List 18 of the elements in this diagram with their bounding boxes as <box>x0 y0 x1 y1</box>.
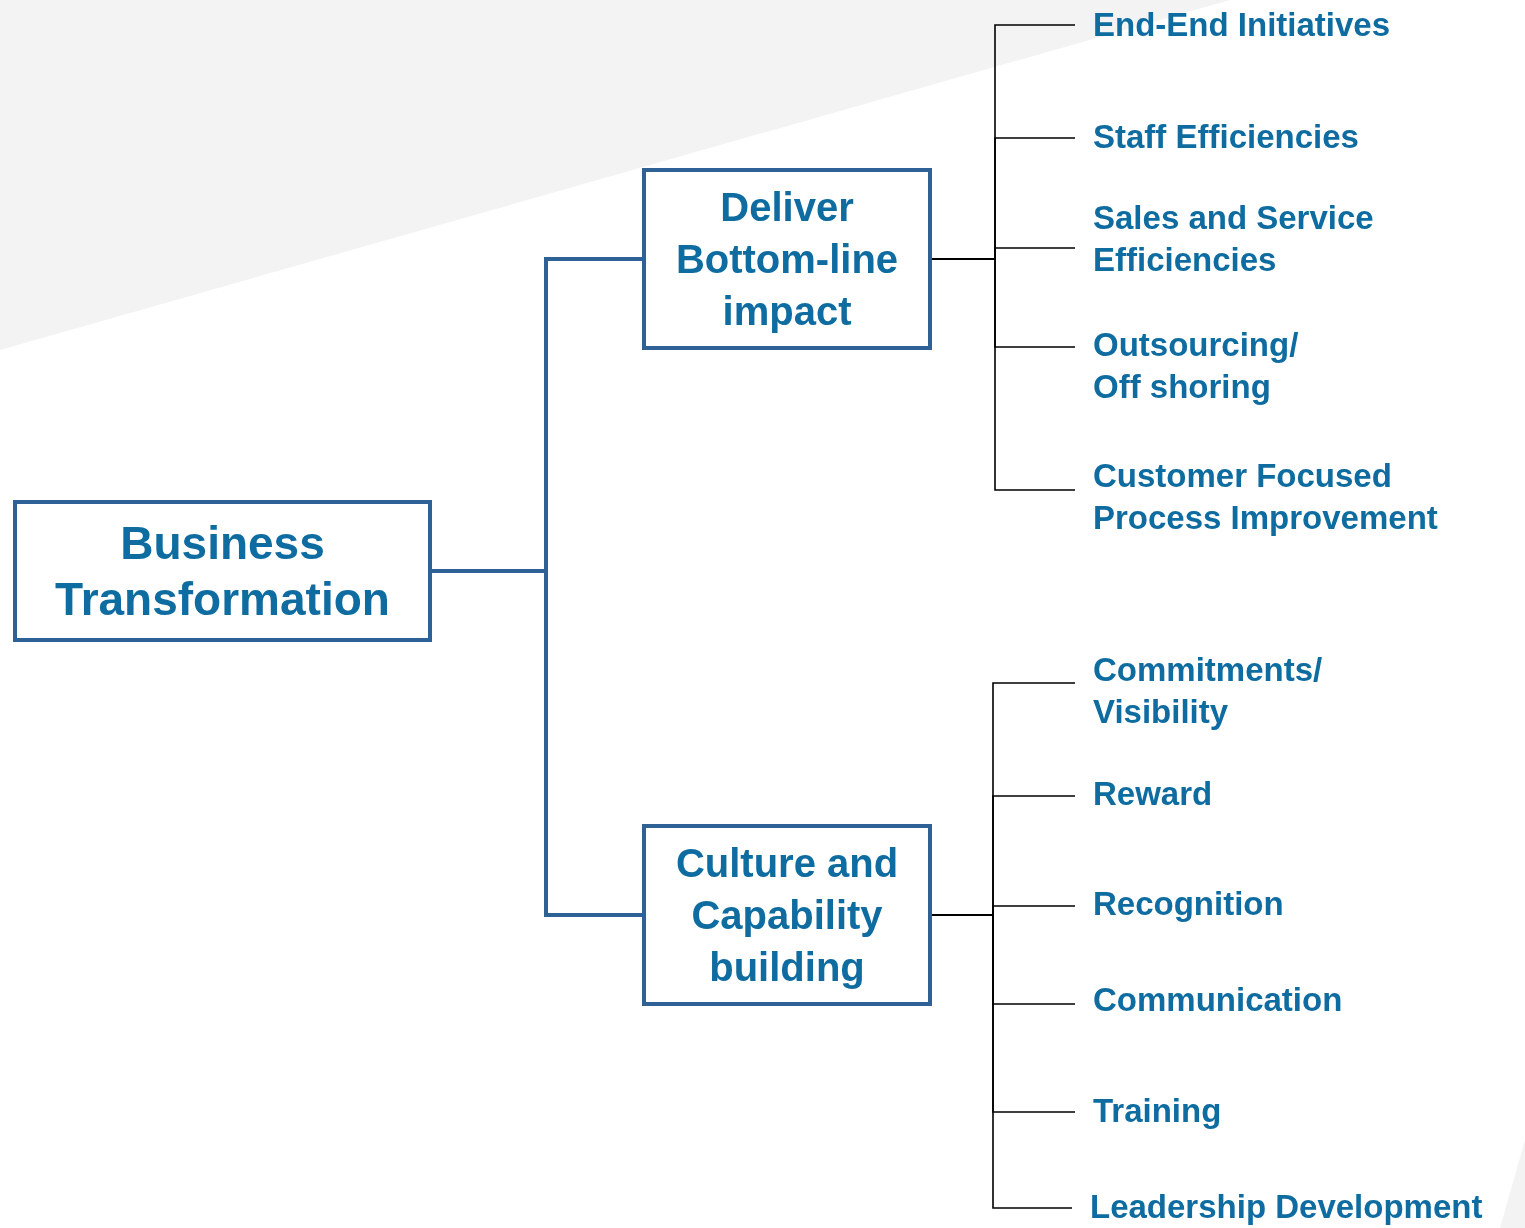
item-label: Communication <box>1075 979 1495 1021</box>
item-label: Outsourcing/ Off shoring <box>1075 324 1345 408</box>
box-label: Culture and Capability building <box>674 840 900 991</box>
item-label: Leadership Development <box>1072 1186 1525 1228</box>
item-label: Staff Efficiencies <box>1075 116 1495 158</box>
item-label: Customer Focused Process Improvement <box>1075 455 1495 539</box>
box-label: Business Transformation <box>54 516 391 627</box>
item-label: Training <box>1075 1090 1495 1132</box>
item-label: End-End Initiatives <box>1075 4 1495 46</box>
box-label: Deliver Bottom-line impact <box>674 184 900 335</box>
item-label: Sales and Service Efficiencies <box>1075 197 1415 281</box>
item-label: Recognition <box>1075 883 1495 925</box>
process-box <box>642 168 932 350</box>
item-label: Reward <box>1075 773 1495 815</box>
connector-line <box>432 569 642 917</box>
process-box <box>13 500 432 642</box>
process-box <box>642 824 932 1006</box>
item-label: Commitments/ Visibility <box>1075 649 1375 733</box>
